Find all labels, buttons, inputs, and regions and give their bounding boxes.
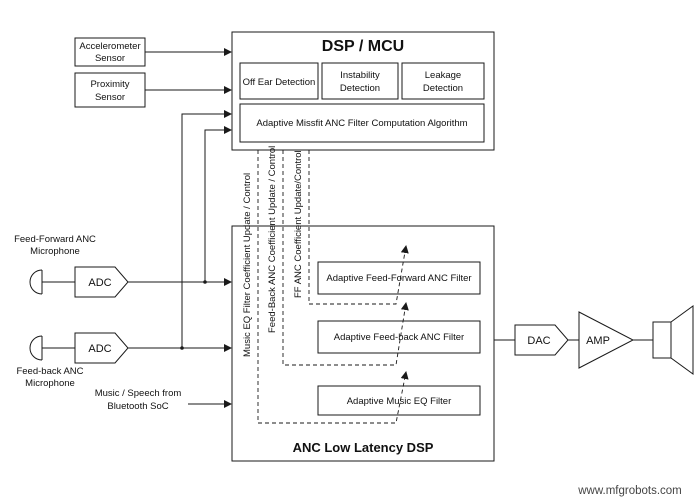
ff-filter-block (317, 261, 481, 295)
off-ear-detection-block (239, 62, 319, 100)
ff-control-line (308, 150, 409, 305)
off-ear-detection-label: Off Ear Detection (243, 77, 316, 88)
proximity-label-line1: Proximity (90, 79, 129, 90)
leakage-detection-block (401, 62, 485, 100)
music-eq-control-line (257, 150, 409, 424)
anc-dsp-title: ANC Low Latency DSP (293, 440, 434, 455)
ff-control-label: FF ANC Coefficient Update/Control (293, 150, 304, 298)
watermark-text: www.mfgrobots.com (577, 485, 682, 497)
ff-adc-label: ADC (88, 277, 111, 289)
dsp-mcu-block: DSP / MCU Off Ear Detection Instability … (231, 31, 495, 151)
proximity-sensor-block: Proximity Sensor (74, 72, 146, 108)
fb-microphone-icon (29, 335, 75, 361)
proximity-label-line2: Sensor (95, 92, 125, 103)
algorithm-block (239, 103, 485, 143)
amp-label: AMP (586, 335, 610, 347)
ff-microphone-icon (29, 269, 75, 295)
amp-block: AMP (578, 311, 635, 369)
dac-block: DAC (514, 324, 569, 356)
fb-adc-block: ADC (74, 332, 129, 364)
algorithm-label: Adaptive Missfit ANC Filter Computation … (256, 118, 467, 129)
eq-filter-label: Adaptive Music EQ Filter (347, 396, 452, 407)
fb-mic-label-line1: Feed-back ANC (16, 366, 83, 377)
music-input-label-line1: Music / Speech from (95, 388, 182, 399)
fb-control-label: Feed-Back ANC Coefficient Update / Contr… (267, 146, 278, 333)
dsp-mcu-title: DSP / MCU (322, 38, 404, 55)
instability-label-line2: Detection (340, 83, 380, 94)
accelerometer-label-line1: Accelerometer (79, 41, 140, 52)
leakage-label-line2: Detection (423, 83, 463, 94)
fb-control-line (282, 150, 409, 366)
accelerometer-sensor-block: Accelerometer Sensor (74, 37, 146, 67)
accelerometer-label-line2: Sensor (95, 53, 125, 64)
fb-filter-label: Adaptive Feed-back ANC Filter (334, 332, 464, 343)
fb-branch-wire (181, 110, 232, 348)
fb-adc-label: ADC (88, 343, 111, 355)
ff-filter-label: Adaptive Feed-Forward ANC Filter (326, 273, 471, 284)
leakage-label-line1: Leakage (425, 70, 461, 81)
ff-mic-label-line2: Microphone (30, 246, 80, 257)
music-input-label-line2: Bluetooth SoC (107, 401, 168, 412)
eq-filter-block (317, 385, 481, 416)
music-eq-control-label: Music EQ Filter Coefficient Update / Con… (242, 173, 253, 357)
ff-adc-block: ADC (74, 266, 129, 298)
dac-label: DAC (527, 335, 550, 347)
instability-detection-block (321, 62, 399, 100)
fb-mic-label-line2: Microphone (25, 378, 75, 389)
ff-branch-wire (204, 126, 232, 282)
ff-mic-label-line1: Feed-Forward ANC (14, 234, 96, 245)
speaker-icon (652, 305, 694, 375)
anc-low-latency-dsp-block: ANC Low Latency DSP Adaptive Feed-Forwar… (231, 225, 495, 462)
instability-label-line1: Instability (340, 70, 380, 81)
